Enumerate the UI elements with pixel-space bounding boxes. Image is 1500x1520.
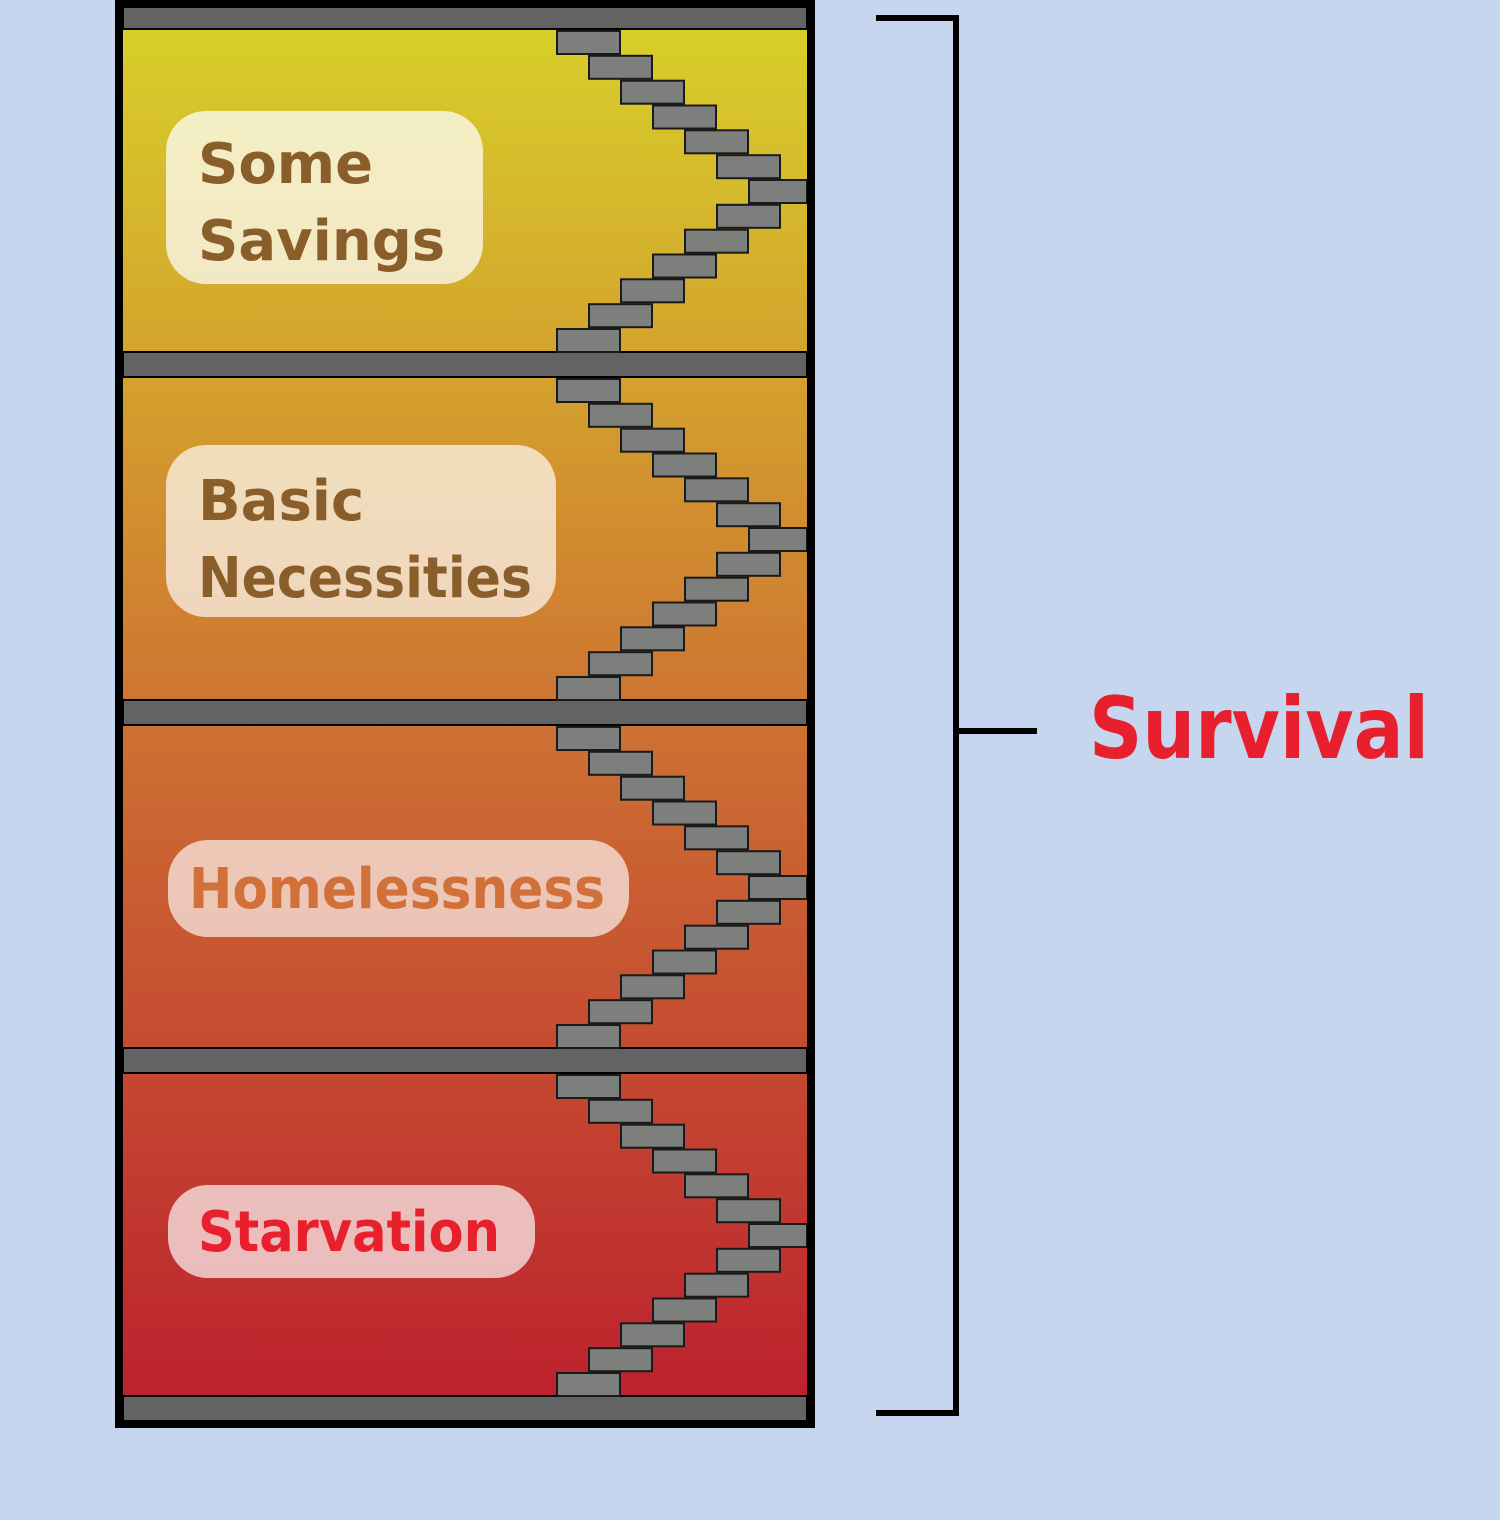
stair-step [716,899,781,925]
stair-step [748,875,808,900]
stair-step [588,1347,653,1373]
stair-step [556,726,621,751]
stair-step [716,850,781,876]
stair-step [620,775,685,801]
label-line: Savings [198,209,445,274]
floor-label-basic-necessities: Basic Necessities [166,445,556,617]
stair-step [588,1098,653,1124]
label-line: Some [198,132,373,197]
stair-step [556,1074,621,1099]
floor-labels: Some Savings Basic Necessities Homelessn… [166,111,629,1278]
stair-step [684,576,749,602]
stair-step [652,253,717,279]
label-line: Homelessness [189,857,605,922]
stair-step [652,1148,717,1174]
label-line: Basic [198,469,364,534]
label-line: Starvation [198,1200,500,1265]
floor-label-homelessness: Homelessness [168,840,629,937]
stair-step [588,651,653,677]
stair-step [652,452,717,478]
stair-step [620,1123,685,1149]
floor-slab [122,3,808,30]
stair-step [588,999,653,1025]
survival-bracket [876,15,1037,1416]
stair-step [684,1173,749,1199]
stair-step [748,179,808,204]
stair-step [556,328,621,353]
stair-step [620,427,685,453]
stair-step [716,1198,781,1224]
stair-step [556,1372,621,1397]
stair-step [588,303,653,329]
stair-step [684,477,749,503]
stair-step [620,79,685,105]
floor-slabs [122,3,808,1422]
stair-step [588,750,653,776]
floor-slab [122,1047,808,1074]
floor-slab [122,351,808,378]
building-frame [115,0,815,1428]
floor-slab [122,699,808,726]
stair-step [556,676,621,701]
stair-step [620,278,685,304]
stair-step [652,800,717,826]
stair-step [684,825,749,851]
stair-step [652,949,717,975]
stair-step [620,626,685,652]
stair-step [716,1247,781,1273]
stair-step [588,402,653,428]
svg-text:Basic: Basic [198,469,364,534]
stair-step [556,30,621,55]
label-line: Necessities [198,546,532,611]
stair-step [652,1297,717,1323]
stair-step [716,203,781,229]
stair-step [620,974,685,1000]
stair-step [716,154,781,180]
stair-step [556,1024,621,1049]
stair-step [588,54,653,80]
stair-step [652,104,717,130]
staircases [556,30,808,1397]
svg-text:Necessities: Necessities [198,546,532,611]
floor-slab [122,1395,808,1422]
stair-step [652,601,717,627]
floor-label-some-savings: Some Savings [166,111,483,284]
stair-step [684,924,749,950]
svg-text:Savings: Savings [198,209,445,274]
stair-step [748,1223,808,1248]
stair-step [684,228,749,254]
stair-step [684,129,749,155]
stair-step [684,1272,749,1298]
stair-step [716,551,781,577]
survival-label: Survival [1089,679,1429,779]
stair-step [748,527,808,552]
svg-text:Homelessness: Homelessness [189,857,605,922]
svg-text:Some: Some [198,132,373,197]
stair-step [620,1322,685,1348]
floor-label-starvation: Starvation [168,1185,535,1278]
stair-step [716,502,781,528]
svg-text:Starvation: Starvation [198,1200,500,1265]
stair-step [556,378,621,403]
